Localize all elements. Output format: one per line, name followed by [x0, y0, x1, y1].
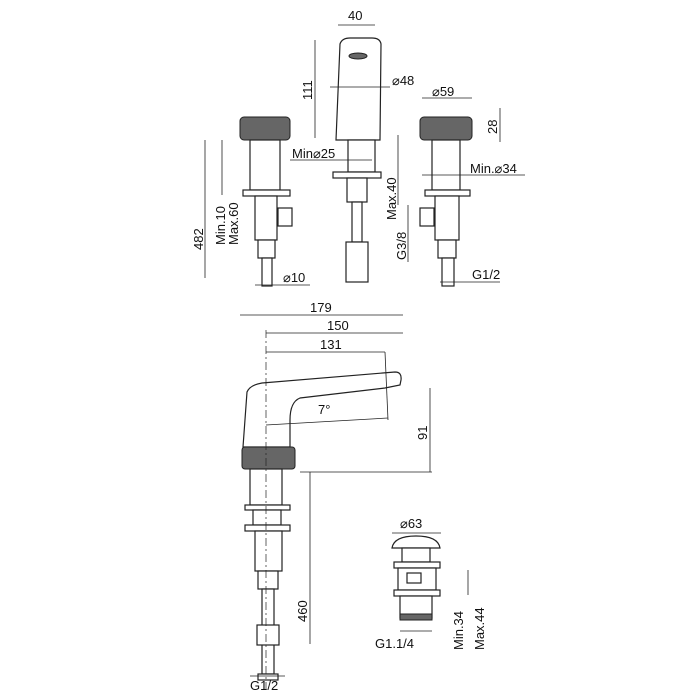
dim-deck-min: Min.10 — [213, 206, 228, 245]
center-spout — [332, 37, 382, 283]
dim-height-spout: 111 — [300, 80, 315, 100]
dim-reach-131: 131 — [320, 337, 342, 352]
dim-pipe-dia: ⌀10 — [283, 270, 305, 285]
dim-reach-150: 150 — [327, 318, 349, 333]
dim-min-hole-spout: Min⌀25 — [292, 146, 335, 161]
dim-total-height: 482 — [191, 228, 206, 250]
dim-drain-thread: G1.1/4 — [375, 636, 414, 651]
dim-deck-max: Max.60 — [226, 202, 241, 245]
top-dimensions — [204, 24, 525, 286]
dim-drain-max: Max.44 — [472, 607, 487, 650]
right-valve — [419, 116, 473, 287]
dim-drain-dia: ⌀63 — [400, 516, 422, 531]
dim-drain-min: Min.34 — [451, 611, 466, 650]
drain — [391, 532, 469, 632]
dim-dia-spout: ⌀48 — [392, 73, 414, 88]
dim-angle: 7° — [318, 402, 330, 417]
dim-width-spout: 40 — [348, 8, 362, 23]
dim-overall-reach: 179 — [310, 300, 332, 315]
left-valve — [239, 116, 293, 287]
dim-height-handle: 28 — [485, 120, 500, 134]
dim-hose-thread: G1/2 — [250, 678, 278, 693]
side-view-faucet — [240, 314, 432, 690]
dim-min-hole-valve: Min.⌀34 — [470, 161, 517, 176]
dim-inlet-thread: G3/8 — [394, 232, 409, 260]
dim-spout-height: 91 — [415, 426, 430, 440]
dim-outlet-thread: G1/2 — [472, 267, 500, 282]
dim-dia-handle: ⌀59 — [432, 84, 454, 99]
dim-max-deck: Max.40 — [384, 177, 399, 220]
dim-hose-length: 460 — [295, 600, 310, 622]
